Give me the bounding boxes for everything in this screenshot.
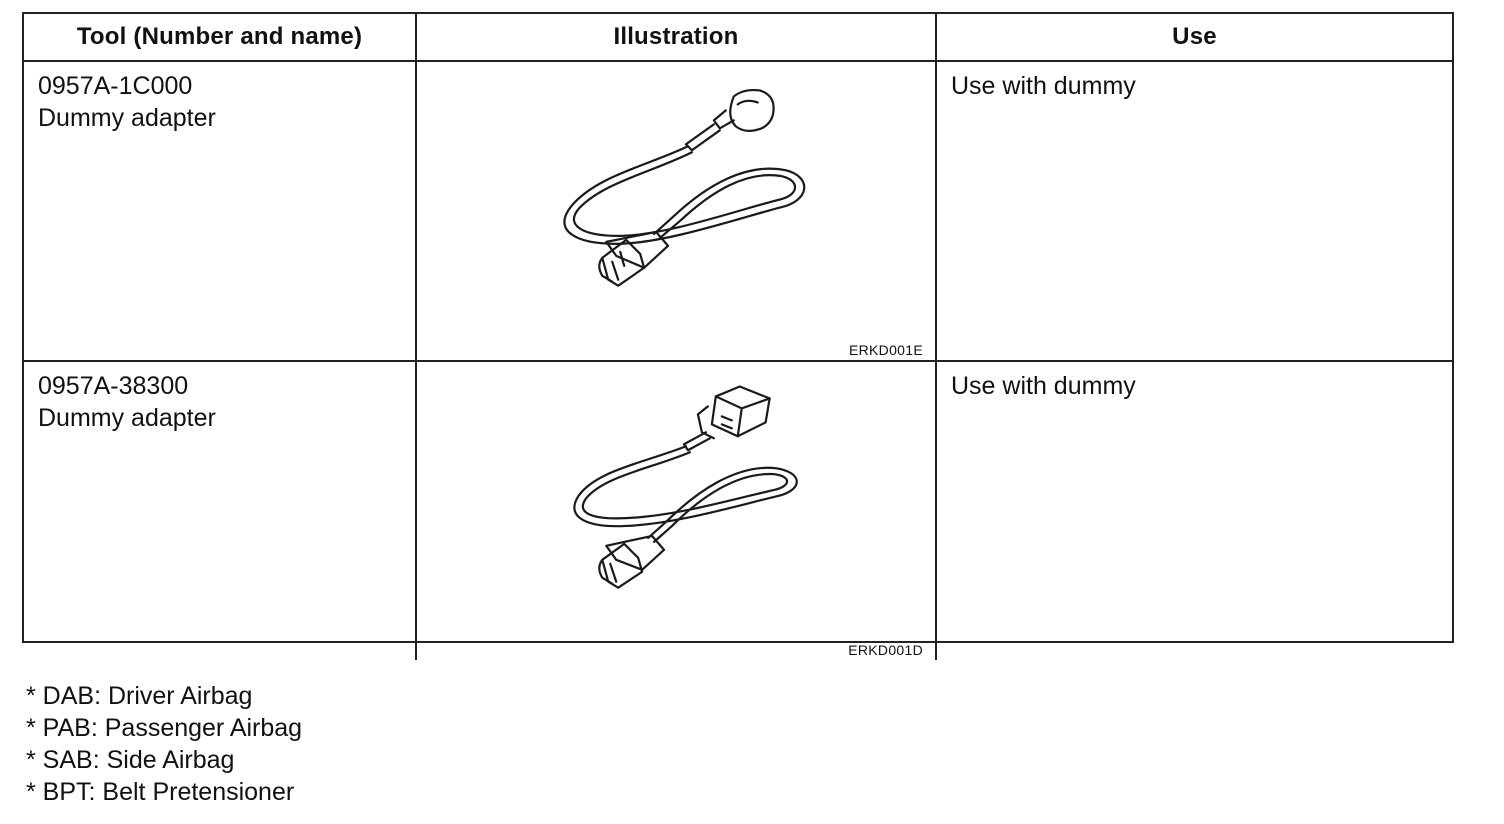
table-row: 0957A-38300 Dummy adapter	[24, 360, 1452, 660]
tool-number: 0957A-1C000	[38, 72, 193, 100]
illustration-cell: ERKD001D	[415, 360, 937, 660]
illustration-cell: ERKD001E	[415, 60, 937, 362]
tool-cell: 0957A-38300 Dummy adapter	[24, 360, 417, 660]
note-line: * BPT: Belt Pretensioner	[26, 778, 295, 806]
tool-cell: 0957A-1C000 Dummy adapter	[24, 60, 417, 362]
note-line: * PAB: Passenger Airbag	[26, 714, 303, 742]
tool-number: 0957A-38300	[38, 372, 189, 400]
top-connector-icon	[696, 385, 771, 440]
dummy-adapter-cable-illustration	[563, 88, 806, 287]
table-header-row: Tool (Number and name) Illustration Use	[24, 14, 1452, 62]
abbreviation-notes: * DAB: Driver Airbag * PAB: Passenger Ai…	[26, 680, 302, 808]
note-line: * SAB: Side Airbag	[26, 746, 235, 774]
dummy-adapter-cable-illustration	[573, 385, 798, 589]
use-cell: Use with dummy	[935, 60, 1452, 362]
figure-code: ERKD001D	[848, 642, 923, 658]
table-row: 0957A-1C000 Dummy adapter	[24, 60, 1452, 362]
use-cell: Use with dummy	[935, 360, 1452, 660]
tool-name: Dummy adapter	[38, 404, 216, 432]
special-tools-table-frame: Tool (Number and name) Illustration Use …	[22, 12, 1454, 660]
bottom-connector-icon	[598, 534, 666, 589]
top-connector-icon	[712, 88, 775, 132]
figure-code: ERKD001E	[849, 342, 923, 358]
special-tools-table: Tool (Number and name) Illustration Use …	[24, 14, 1452, 660]
header-use: Use	[935, 14, 1452, 62]
header-tool: Tool (Number and name)	[24, 14, 417, 62]
note-line: * DAB: Driver Airbag	[26, 682, 253, 710]
tool-name: Dummy adapter	[38, 104, 216, 132]
header-illustration: Illustration	[415, 14, 937, 62]
bottom-connector-icon	[598, 230, 670, 287]
